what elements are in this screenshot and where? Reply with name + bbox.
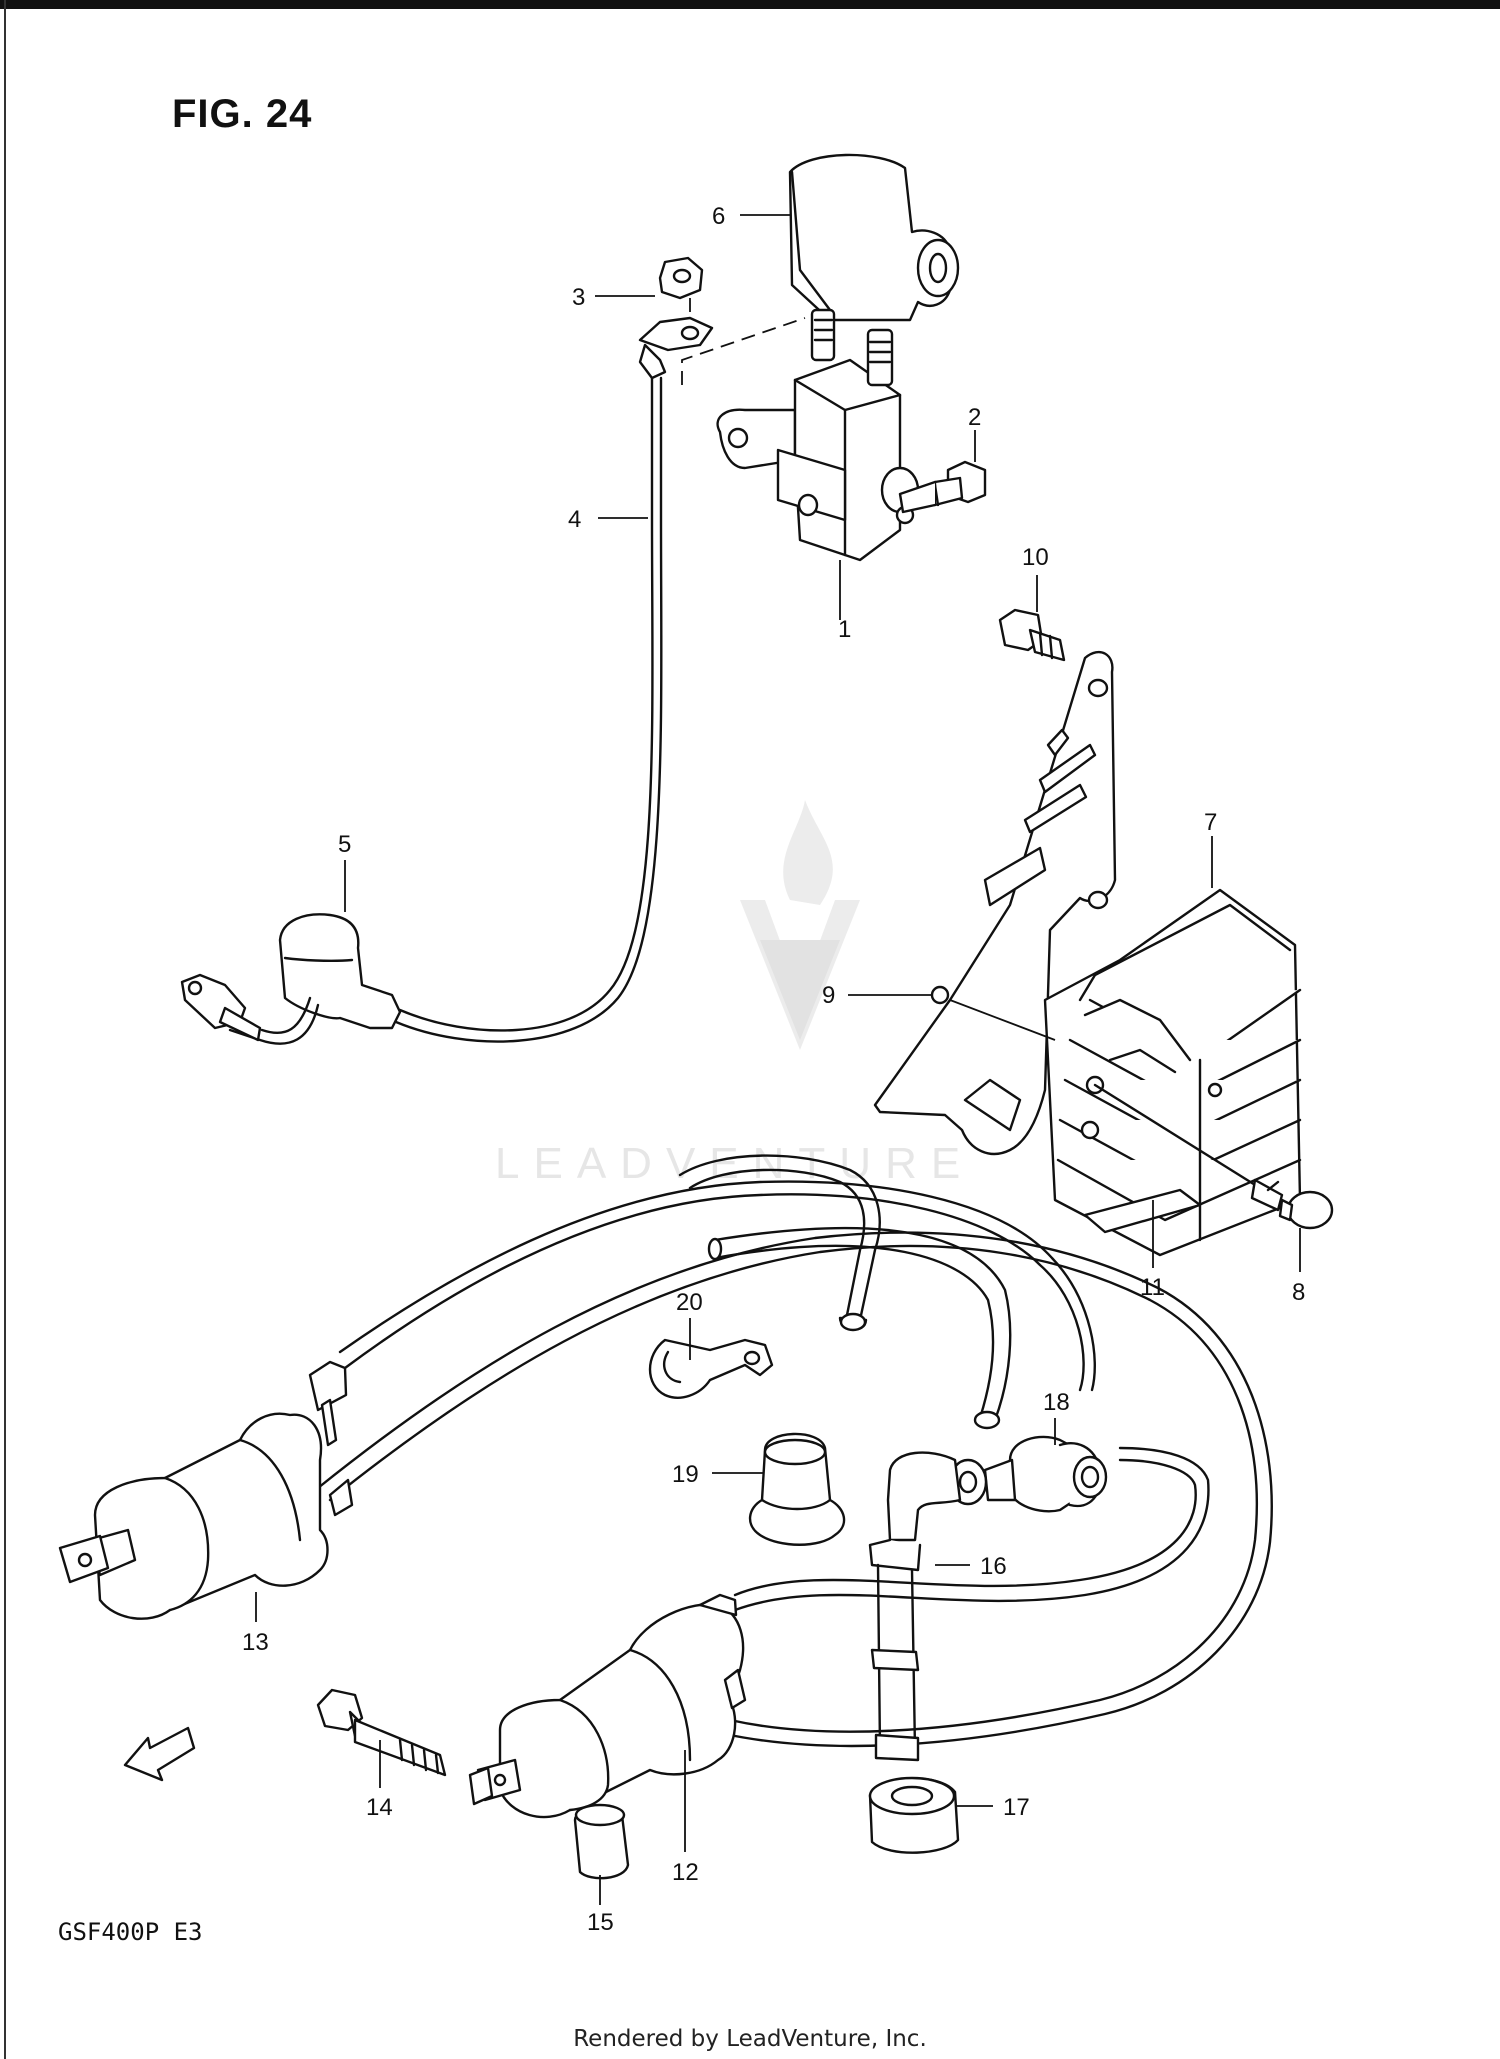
figure-title: FIG. 24 [172,92,313,136]
bolt-icon [898,460,987,514]
callout-2: 2 [968,404,981,431]
watermark-text: LEADVENTURE [495,1139,974,1188]
model-code: GSF400P E3 [58,1918,203,1946]
watermark: LEADVENTURE [495,800,974,1188]
callout-15: 15 [587,1909,614,1936]
callout-11: 11 [1140,1274,1165,1301]
spacer-icon [573,1803,630,1880]
relay-cover-icon [788,153,960,322]
callout-leaders [255,214,1301,1905]
callout-18: 18 [1043,1389,1070,1416]
callout-6: 6 [712,203,725,230]
hose-icon [316,1154,1273,1748]
assembly-line [681,317,806,385]
wire-icon [394,316,714,1043]
nut-icon [658,256,704,300]
cap-icon [748,1432,846,1546]
callout-5: 5 [338,831,351,858]
bracket-icon [873,651,1117,1156]
starter-relay-icon [716,308,920,562]
regulator-icon [1043,888,1302,1257]
callout-16: 16 [980,1553,1007,1580]
pad-icon [1083,1188,1202,1234]
callout-8: 8 [1292,1279,1305,1306]
callout-9: 9 [822,982,835,1009]
callout-numbers: 1 2 3 4 5 6 7 8 9 10 11 12 13 14 15 16 1… [242,203,1305,1936]
boot-icon [868,1776,960,1854]
clamp-icon [648,1338,774,1399]
top-border [0,0,1500,9]
callout-13: 13 [242,1629,269,1656]
left-border [4,0,6,2059]
callout-7: 7 [1204,809,1217,836]
callout-17: 17 [1003,1794,1030,1821]
ignition-coil-icon [58,1360,354,1620]
bolt-icon [998,608,1066,662]
callout-1: 1 [838,616,851,643]
hose-icon [868,1451,962,1762]
bolt-icon [316,1688,447,1777]
callout-10: 10 [1022,544,1049,571]
boot-icon [180,913,402,1045]
callout-20: 20 [676,1289,703,1316]
bolt-icon [1093,1083,1334,1230]
callout-14: 14 [366,1794,393,1821]
callout-3: 3 [572,284,585,311]
callout-4: 4 [568,506,581,533]
callout-19: 19 [672,1461,699,1488]
cap-icon [948,1435,1108,1513]
fwd-arrow-icon: FWD [123,1726,196,1782]
callout-12: 12 [672,1859,699,1886]
footer-credit: Rendered by LeadVenture, Inc. [573,2026,927,2052]
ignition-coil-icon [468,1593,747,1819]
assembly-line [949,999,1056,1041]
